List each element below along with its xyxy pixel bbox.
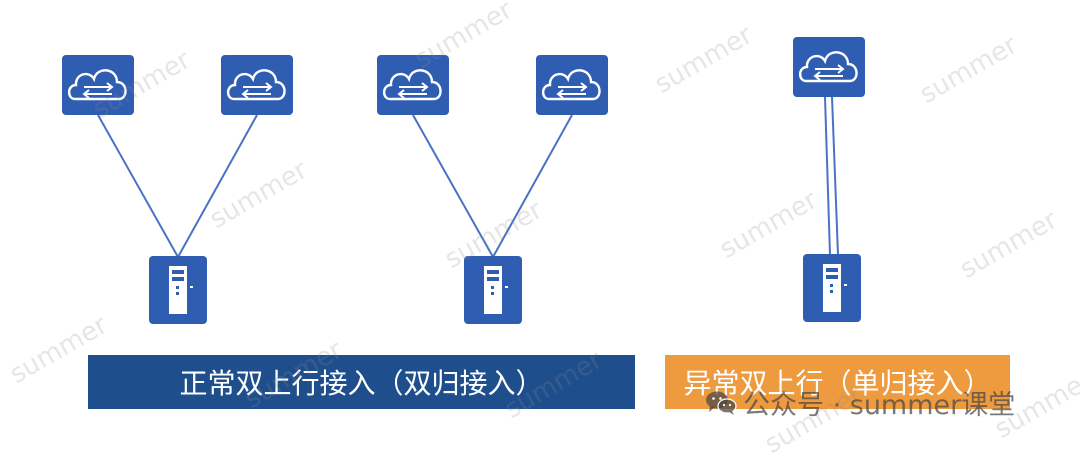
banner-normal-dual-uplink: 正常双上行接入（双归接入） xyxy=(88,355,635,409)
switch-mid xyxy=(464,256,522,324)
router-left-a xyxy=(62,55,134,115)
router-right xyxy=(793,37,865,97)
cloud-router-icon xyxy=(798,51,858,83)
switch-left xyxy=(149,256,207,324)
wechat-icon xyxy=(706,391,737,415)
cloud-router-icon xyxy=(226,69,286,101)
router-mid-a xyxy=(377,55,449,115)
cloud-router-icon xyxy=(382,69,442,101)
switch-icon xyxy=(169,266,193,314)
link-left-a xyxy=(97,114,179,258)
account-credit: 公众号 · summer课堂 xyxy=(705,383,1015,422)
link-right-b xyxy=(831,96,839,256)
switch-right xyxy=(803,254,861,322)
cloud-router-icon xyxy=(67,69,127,101)
link-right-a xyxy=(824,96,831,256)
switch-icon xyxy=(484,266,508,314)
link-mid-a xyxy=(412,114,494,258)
cloud-router-icon xyxy=(541,69,601,101)
switch-icon xyxy=(823,264,847,312)
router-mid-b xyxy=(536,55,608,115)
link-mid-b xyxy=(492,114,573,258)
account-label: 公众号 · summer课堂 xyxy=(743,390,1016,421)
router-left-b xyxy=(221,55,293,115)
topology-links xyxy=(97,96,839,258)
link-left-b xyxy=(177,114,258,258)
